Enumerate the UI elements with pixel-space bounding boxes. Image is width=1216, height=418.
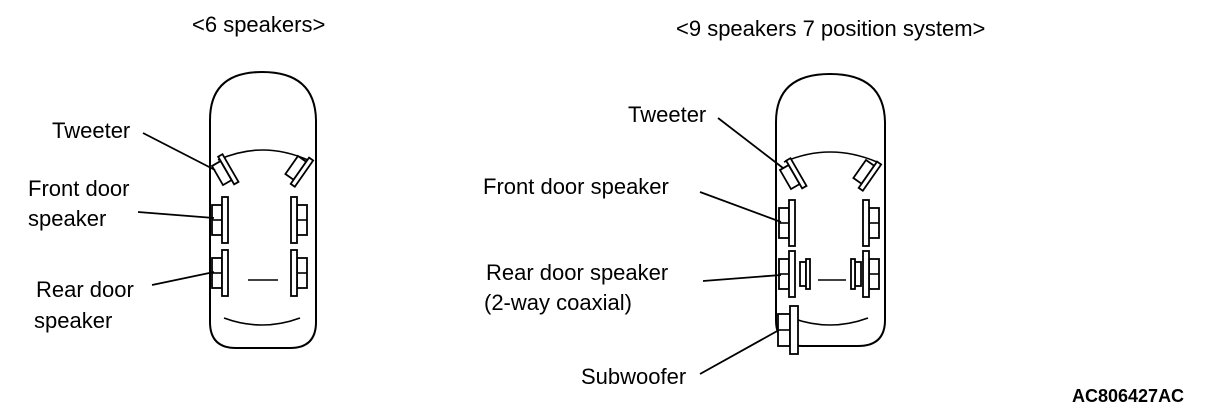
right-panel: <9 speakers 7 position system>: [483, 16, 985, 389]
figure-code: AC806427AC: [1072, 386, 1184, 406]
right-rear-door-leader: [702, 274, 782, 282]
left-front-door-speaker-right: [290, 196, 308, 244]
right-tweeter-label: Tweeter: [628, 102, 706, 127]
left-panel-title: <6 speakers>: [192, 12, 325, 37]
left-rear-door-speaker-right: [290, 249, 308, 297]
right-rear-door-label-line2: (2-way coaxial): [484, 290, 632, 315]
left-tweeter-leader: [142, 132, 216, 171]
left-front-door-leader: [137, 211, 215, 219]
right-rear-coaxial-tweeter-left: [799, 258, 811, 290]
right-panel-title: <9 speakers 7 position system>: [676, 16, 985, 41]
right-rear-coaxial-tweeter-right: [850, 258, 862, 290]
left-front-door-speaker-left: [211, 196, 229, 244]
right-subwoofer-label: Subwoofer: [581, 364, 686, 389]
right-tweeter-right: [849, 155, 883, 192]
right-tweeter-left: [776, 157, 808, 195]
right-front-door-label: Front door speaker: [483, 174, 669, 199]
right-rear-door-speaker-left: [778, 250, 796, 298]
right-rear-door-label-line1: Rear door speaker: [486, 260, 668, 285]
right-subwoofer-leader: [699, 329, 780, 375]
left-rear-door-speaker-left: [211, 249, 229, 297]
left-rear-door-leader: [151, 271, 215, 286]
right-rear-door-speaker-right: [862, 250, 880, 298]
left-tweeter-right: [281, 151, 315, 188]
left-tweeter-label: Tweeter: [52, 118, 130, 143]
right-front-door-leader: [699, 191, 782, 223]
left-rear-door-label-line2: speaker: [34, 308, 112, 333]
right-front-door-speaker-left: [778, 199, 796, 247]
left-front-door-label-line2: speaker: [28, 206, 106, 231]
right-subwoofer: [777, 305, 799, 355]
left-tweeter-left: [208, 153, 240, 191]
left-rear-door-label-line1: Rear door: [36, 277, 134, 302]
left-panel: <6 speakers> Tweeter Front door speaker …: [28, 12, 325, 349]
right-front-door-speaker-right: [862, 199, 880, 247]
right-tweeter-leader: [717, 117, 784, 169]
left-front-door-label-line1: Front door: [28, 176, 130, 201]
